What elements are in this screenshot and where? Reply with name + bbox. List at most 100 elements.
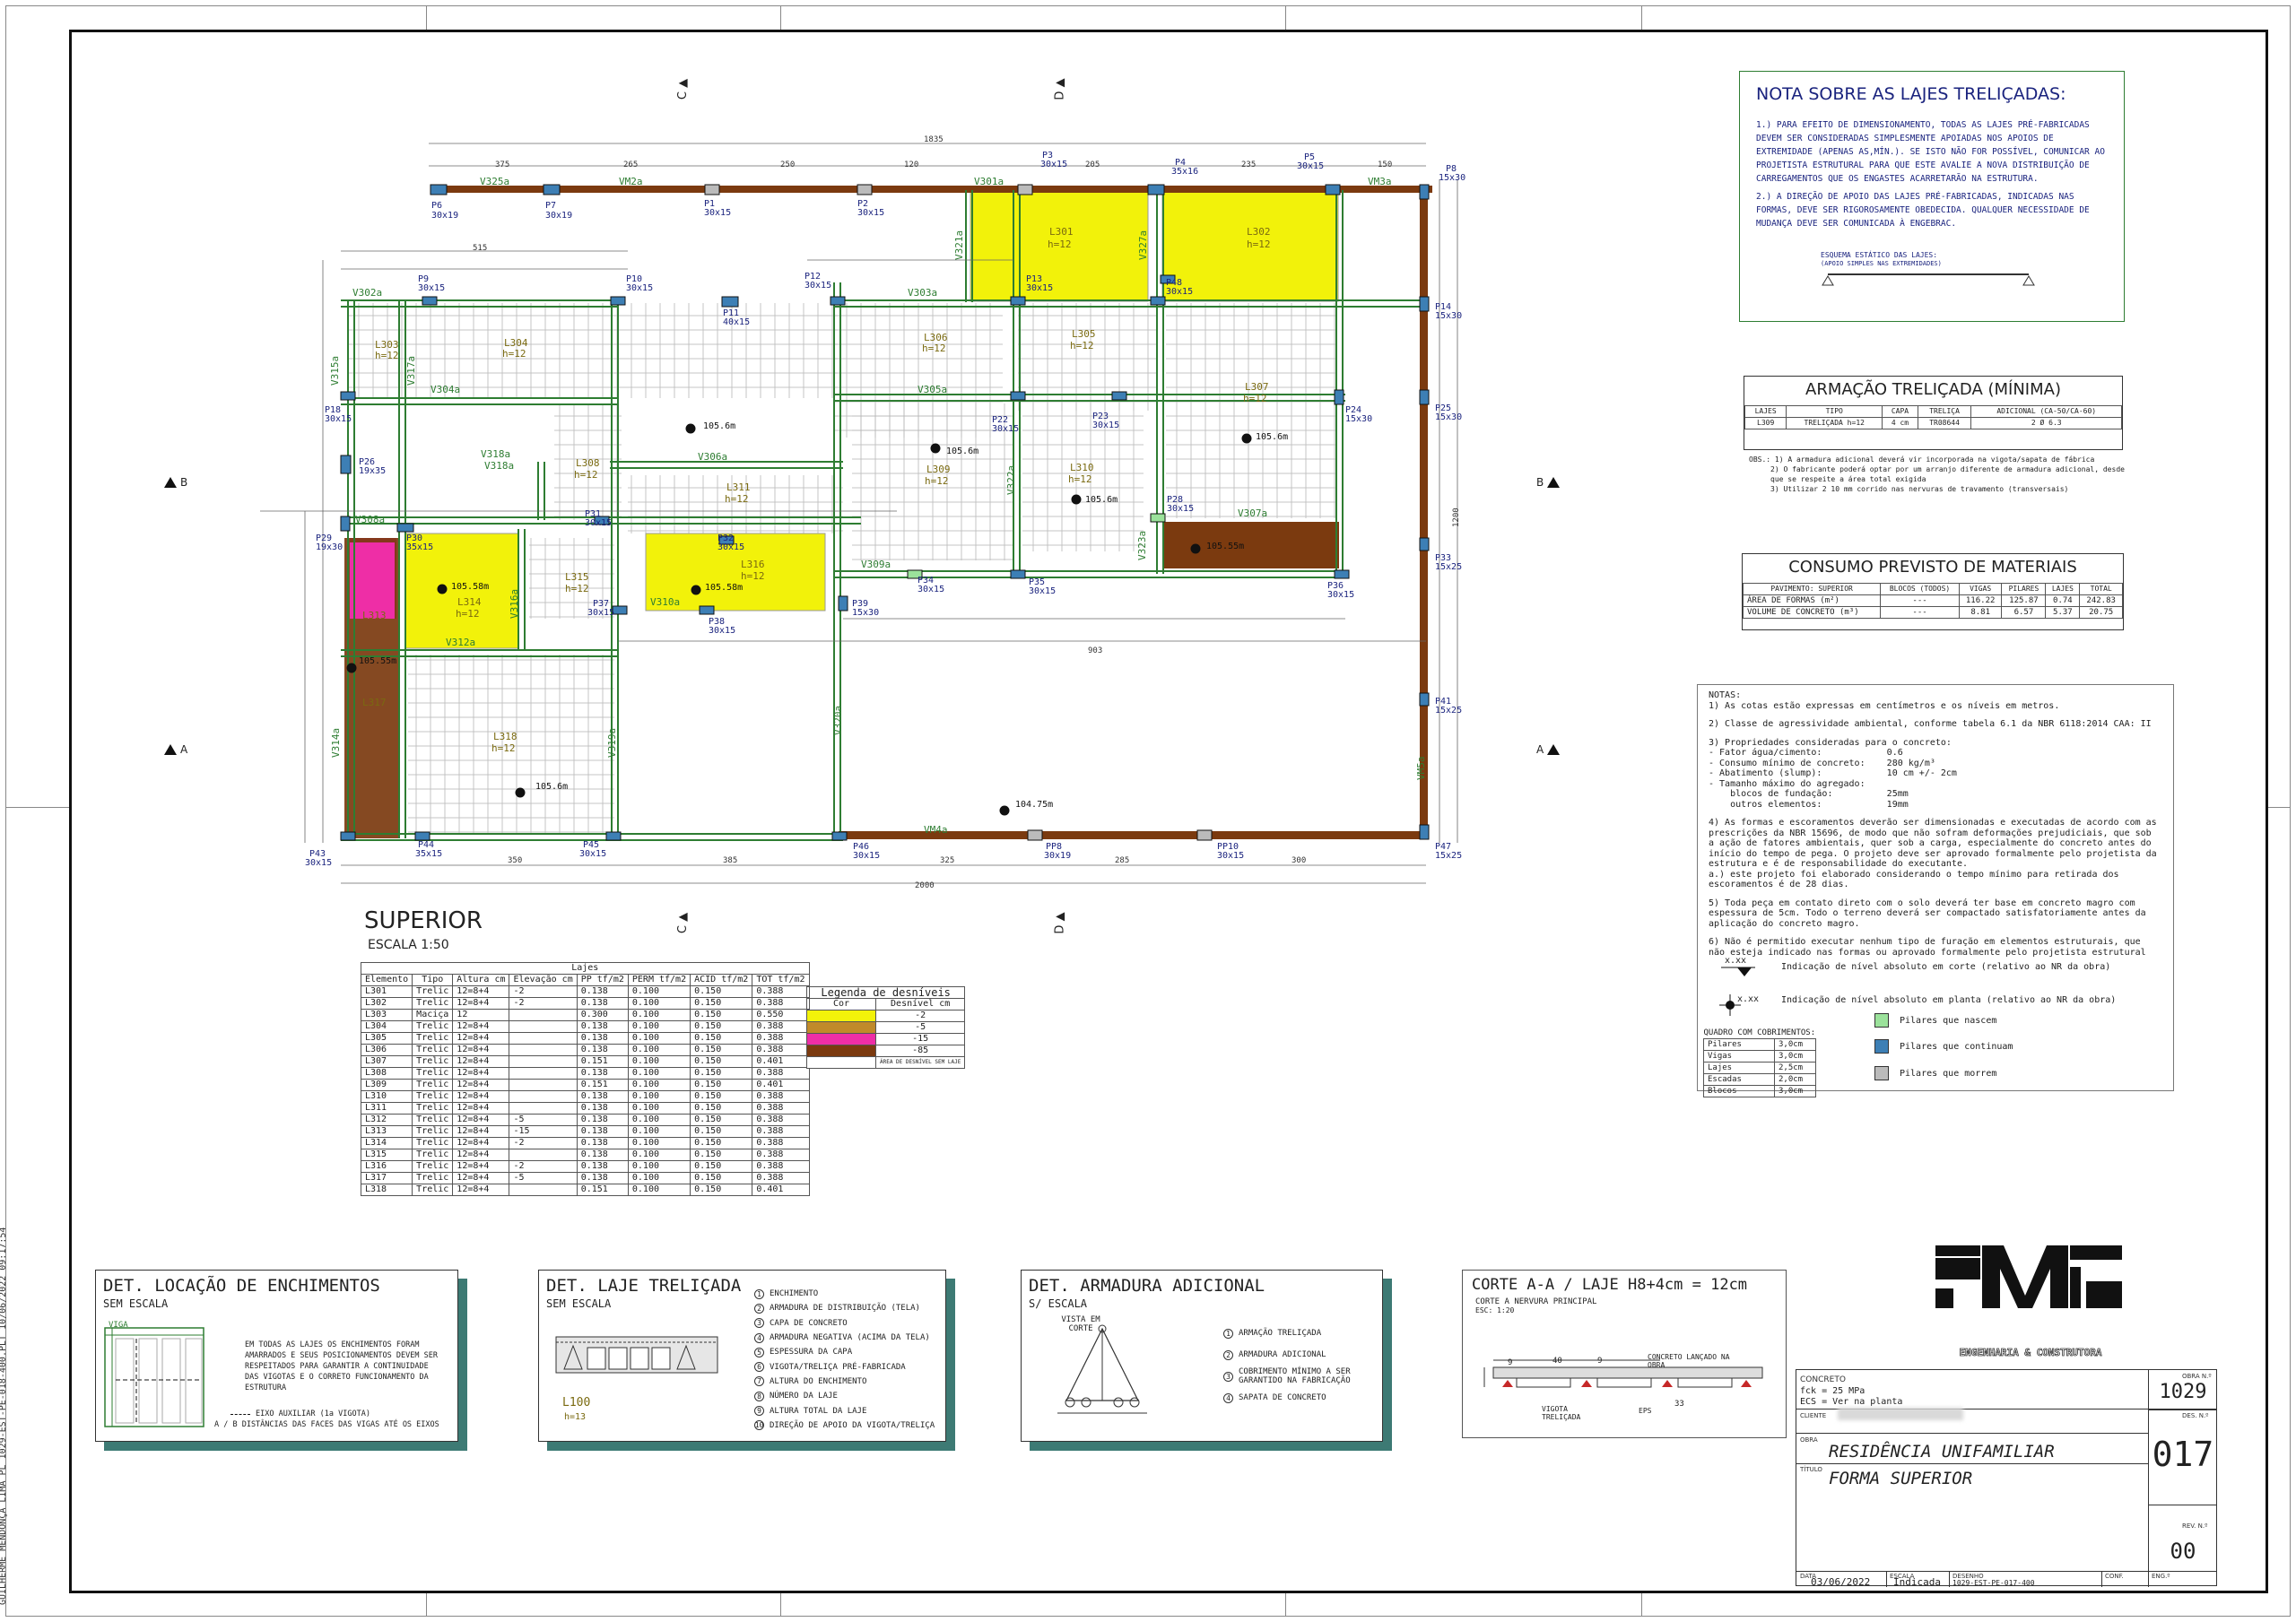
- lajes-cell: L304: [360, 1020, 413, 1033]
- pillar: [1419, 296, 1430, 312]
- consumo-cell: 20.75: [2079, 606, 2123, 619]
- svg-text:30x15: 30x15: [1166, 287, 1193, 297]
- lajes-cell: [509, 1067, 578, 1080]
- lajes-cell: Maciça: [412, 1009, 454, 1021]
- pillar: [718, 535, 735, 545]
- svg-text:P23: P23: [1092, 412, 1109, 421]
- lajes-cell: 0.388: [752, 1160, 810, 1173]
- svg-text:35x15: 35x15: [415, 849, 442, 859]
- svg-text:285: 285: [1115, 856, 1129, 865]
- det-armadura-sub: S/ ESCALA: [1029, 1297, 1088, 1310]
- pillar: [340, 391, 356, 401]
- svg-text:L305: L305: [1072, 328, 1096, 340]
- lajes-header: Elemento: [360, 974, 413, 986]
- svg-text:P1: P1: [704, 199, 715, 209]
- svg-text:30x15: 30x15: [626, 283, 653, 293]
- svg-text:V318a: V318a: [481, 448, 510, 460]
- consumo-header: PAVIMENTO: SUPERIOR: [1742, 583, 1882, 595]
- det-armadura-title: DET. ARMADURA ADICIONAL: [1029, 1276, 1265, 1296]
- svg-text:L303: L303: [375, 339, 399, 351]
- tb-obra-n: 1029: [2159, 1381, 2207, 1403]
- drawing-frame: [69, 30, 2268, 1593]
- corte-title: CORTE A-A / LAJE H8+4cm = 12cm: [1472, 1276, 1748, 1294]
- pillar: [1017, 184, 1033, 195]
- lajes-cell: [509, 1149, 578, 1161]
- lajes-cell: 0.401: [752, 1055, 810, 1068]
- svg-text:P36: P36: [1327, 581, 1344, 591]
- tb-ecs: ECS = Ver na planta: [1800, 1397, 1903, 1407]
- consumo-cell: ---: [1880, 606, 1960, 619]
- nota-2: 2) Classe de agressividade ambiental, co…: [1709, 719, 2152, 729]
- pillar: [1419, 184, 1430, 200]
- svg-text:105.6m: 105.6m: [1085, 495, 1118, 505]
- company-logo: [1935, 1245, 2122, 1308]
- lajes-cell: -2: [509, 1160, 578, 1173]
- tb-conf-label: CONF.: [2105, 1573, 2124, 1580]
- tb-eng-label: ENG.º: [2152, 1573, 2170, 1580]
- frame-tick: [426, 5, 427, 30]
- svg-text:30x15: 30x15: [1092, 421, 1119, 430]
- scheme-subtitle: (APOIO SIMPLES NAS EXTREMIDADES): [1821, 260, 1942, 267]
- armacao-cell: 4 cm: [1882, 417, 1918, 429]
- nota-1: 1) As cotas estão expressas em centímetr…: [1709, 700, 2060, 711]
- lajes-cell: L309: [360, 1079, 413, 1091]
- svg-text:15x30: 15x30: [1435, 412, 1462, 422]
- det-armadura-drawing: [1057, 1324, 1147, 1414]
- section-marker-b-right: B: [1536, 476, 1561, 489]
- lajes-cell: Trelic: [412, 1125, 454, 1138]
- tb-obra-label: OBRA: [1800, 1436, 1818, 1444]
- svg-text:V302a: V302a: [352, 287, 382, 299]
- svg-text:V305a: V305a: [918, 384, 947, 395]
- frame-tick: [1285, 5, 1286, 30]
- svg-text:L316: L316: [741, 559, 765, 570]
- svg-text:P34: P34: [918, 576, 934, 585]
- lajes-cell: Trelic: [412, 985, 454, 998]
- svg-text:V314a: V314a: [330, 728, 342, 758]
- slab-yellow: [404, 533, 519, 649]
- svg-text:V327a: V327a: [1137, 230, 1149, 260]
- svg-text:L317: L317: [362, 697, 387, 708]
- lajes-cell: L305: [360, 1032, 413, 1045]
- number-circle-icon: 6: [754, 1362, 764, 1373]
- svg-text:L306: L306: [924, 332, 948, 343]
- list-item-label: DIREÇÃO DE APOIO DA VIGOTA/TRELIÇA: [770, 1420, 935, 1430]
- nota-5: 5) Toda peça em contato direto com o sol…: [1709, 898, 2146, 929]
- symbol-corte-text: Indicação de nível absoluto em corte (re…: [1781, 962, 2111, 972]
- desnivel-row: ÁREA DE DESNÍVEL SEM LAJE: [806, 1056, 966, 1069]
- armacao-obs-1: OBS.: 1) A armadura adicional deverá vir…: [1749, 455, 2095, 464]
- cobrimento-value: 2,0cm: [1774, 1073, 1816, 1086]
- armacao-cell: L309: [1744, 417, 1787, 429]
- slab-yellow: [645, 533, 826, 612]
- svg-text:P8: P8: [1446, 164, 1457, 174]
- plan-scale: ESCALA 1:50: [368, 938, 449, 952]
- consumo-header: TOTAL: [2079, 583, 2123, 595]
- lajes-cell: Trelic: [412, 1184, 454, 1196]
- nota-3d: - Tamanho máximo do agregado:: [1709, 778, 1866, 789]
- lajes-cell: Trelic: [412, 1067, 454, 1080]
- lajes-cell: 0.138: [576, 1149, 629, 1161]
- lajes-cell: L303: [360, 1009, 413, 1021]
- svg-text:V304a: V304a: [430, 384, 460, 395]
- cobrimento-item: Lajes: [1703, 1062, 1775, 1074]
- lajes-cell: Trelic: [412, 1172, 454, 1184]
- nota-4: 4) As formas e escoramentos deverão ser …: [1709, 818, 2157, 869]
- lajes-cell: [509, 1009, 578, 1021]
- consumo-cell: 8.81: [1958, 606, 2003, 619]
- lajes-cell: 0.388: [752, 1149, 810, 1161]
- pillar-green-icon: [1874, 1013, 1889, 1028]
- consumo-cell: ---: [1880, 594, 1960, 607]
- notas-text: NOTAS: 1) As cotas estão expressas em ce…: [1709, 690, 2161, 958]
- tb-cliente-label: CLIENTE: [1800, 1412, 1827, 1419]
- svg-text:L315: L315: [565, 571, 589, 583]
- svg-text:P25: P25: [1435, 403, 1451, 413]
- lajes-header: Altura cm: [452, 974, 510, 986]
- cobrimento-value: 2,5cm: [1774, 1062, 1816, 1074]
- det-armadura: DET. ARMADURA ADICIONAL S/ ESCALA VISTA …: [1021, 1270, 1383, 1442]
- lajes-cell: L314: [360, 1137, 413, 1149]
- svg-text:V307a: V307a: [1238, 507, 1267, 519]
- number-circle-icon: 2: [1223, 1349, 1233, 1360]
- corte-dim: 33: [1674, 1400, 1684, 1409]
